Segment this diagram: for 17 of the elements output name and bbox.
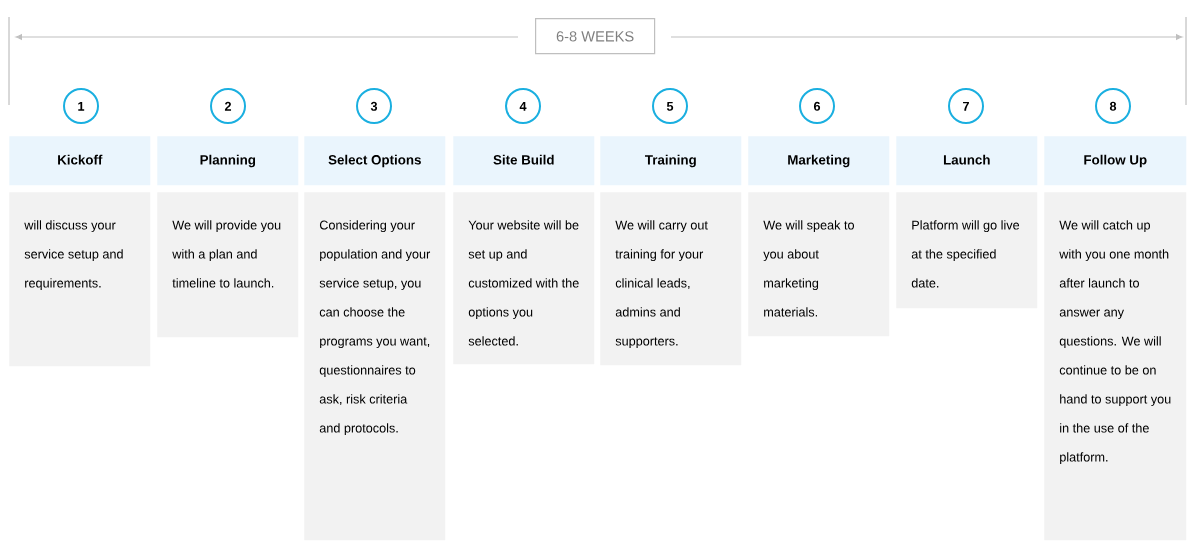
heading-box: Planning bbox=[157, 136, 299, 186]
description-box: will discuss your service setup and requirements. bbox=[9, 192, 151, 367]
description-box: We will carry out training for your clinical leads, admins and supporters. bbox=[600, 192, 742, 366]
description-box: We will catch up with you one month after launch to answer any questions. We will continue to be on hand to support you in the use of the platform. bbox=[1044, 192, 1187, 541]
duration-box: 6-8 WEEKS bbox=[535, 18, 656, 55]
heading-box: Select Options bbox=[304, 136, 446, 186]
description-box: We will speak to you about marketing materials. bbox=[748, 192, 890, 337]
heading-box: Site Build bbox=[453, 136, 595, 186]
heading-box: Launch bbox=[896, 136, 1038, 186]
description-box: Platform will go live at the specified date. bbox=[896, 192, 1038, 309]
heading-box: Marketing bbox=[748, 136, 890, 186]
description-box: We will provide you with a plan and timeline to launch. bbox=[157, 192, 299, 338]
heading-box: Follow Up bbox=[1044, 136, 1187, 186]
description-box: Your website will be set up and customized with the options you selected. bbox=[453, 192, 595, 365]
heading-box: Kickoff bbox=[9, 136, 151, 186]
description-box: Considering your population and your service setup, you can choose the programs you want, questionnaires to ask, risk criteria and protocols. bbox=[304, 192, 446, 541]
heading-box: Training bbox=[600, 136, 742, 186]
